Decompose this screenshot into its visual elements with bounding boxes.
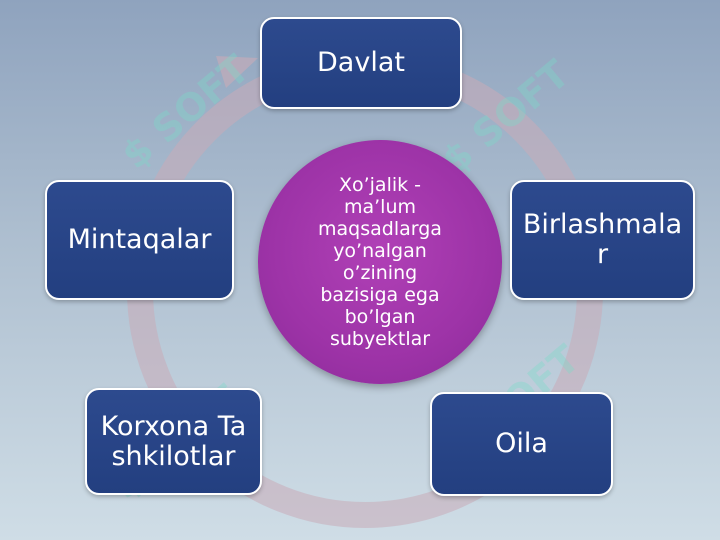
center-circle: Xo’jalik - ma’lum maqsadlarga yo’nalgan … bbox=[258, 140, 502, 384]
node-label: Oila bbox=[495, 428, 548, 459]
node-davlat: Davlat bbox=[260, 17, 462, 109]
node-label: Birlashmalar bbox=[522, 209, 683, 270]
cycle-arrowhead bbox=[216, 56, 258, 88]
node-oila: Oila bbox=[430, 392, 613, 496]
node-label: Mintaqalar bbox=[67, 224, 212, 255]
node-label: Korxona Tashkilotlar bbox=[100, 410, 247, 472]
center-label: Xo’jalik - ma’lum maqsadlarga yo’nalgan … bbox=[318, 174, 442, 350]
node-korxona: Korxona Tashkilotlar bbox=[85, 388, 262, 495]
node-mintaqalar: Mintaqalar bbox=[45, 180, 234, 300]
node-label: Davlat bbox=[317, 47, 405, 78]
node-birlashmalar: Birlashmalar bbox=[510, 180, 695, 300]
